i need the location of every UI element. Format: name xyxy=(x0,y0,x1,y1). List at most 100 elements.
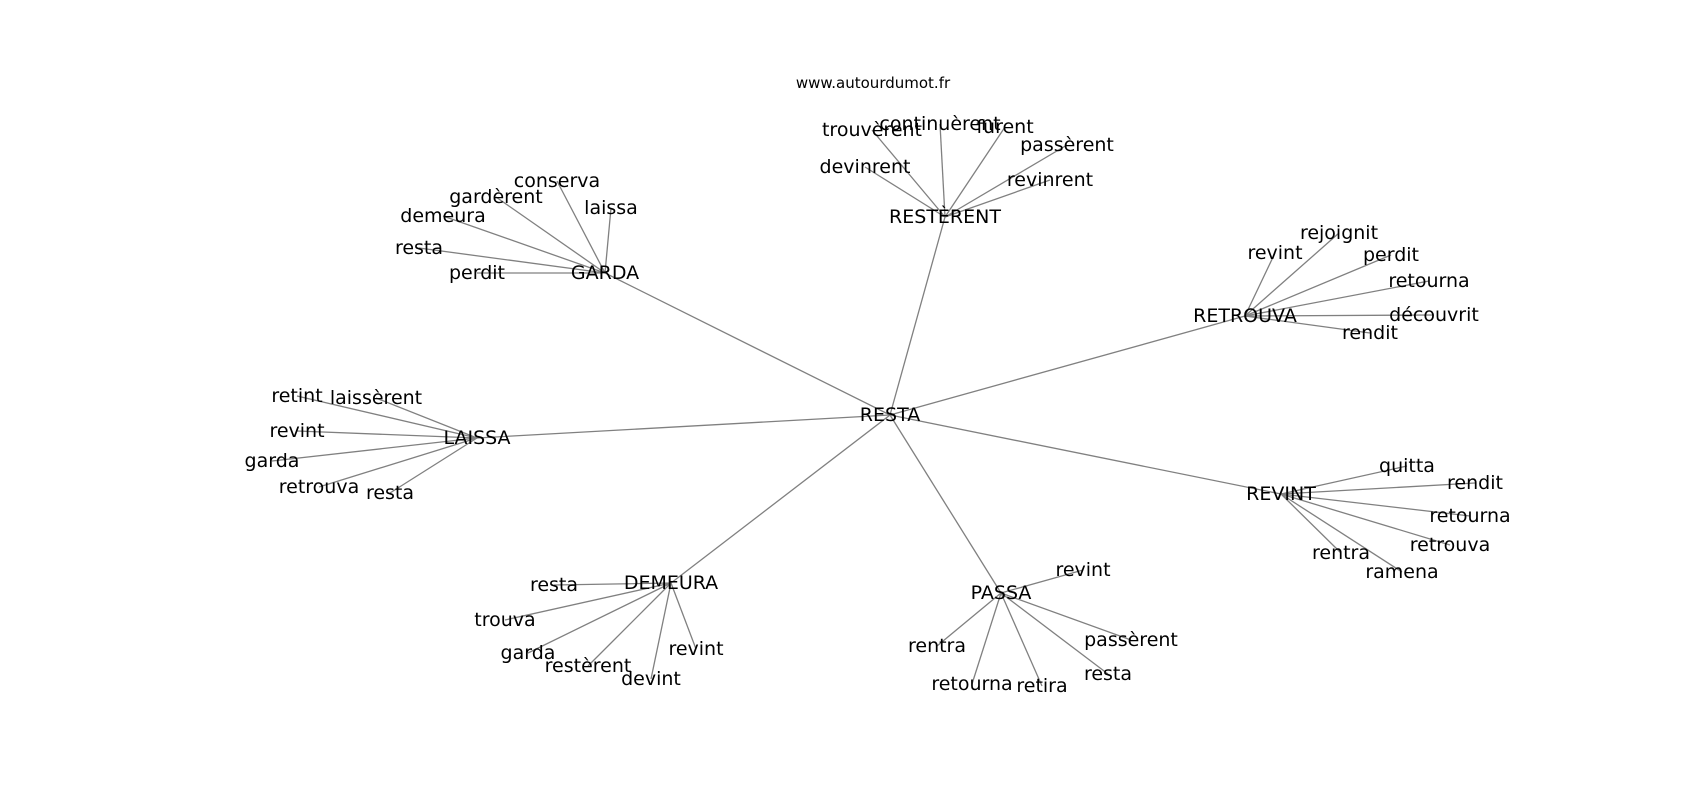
leaf-node-label: restèrent xyxy=(545,655,632,677)
edge-hub-to-leaf xyxy=(1280,493,1342,554)
edge-hub-to-leaf xyxy=(375,397,478,439)
leaf-node-label: rentra xyxy=(1312,542,1370,564)
leaf-node-label: devint xyxy=(621,668,681,690)
leaf-node-label: perdit xyxy=(449,262,505,284)
edge-hub-to-leaf xyxy=(587,582,672,667)
leaf-node-label: garda xyxy=(245,450,300,472)
leaf-node-label: retrouva xyxy=(279,476,359,498)
edge-hub-to-leaf xyxy=(936,592,1002,647)
edge-hub-to-leaf xyxy=(1280,482,1476,495)
root-node-label: RESTA xyxy=(860,404,920,426)
edge-hub-to-leaf xyxy=(553,582,672,586)
edge-hub-to-leaf xyxy=(1244,232,1340,317)
edge-hub-to-leaf xyxy=(604,207,612,274)
edge-hub-to-leaf xyxy=(389,437,478,494)
edge-hub-to-leaf xyxy=(296,430,478,439)
edge-hub-to-leaf xyxy=(1000,592,1043,687)
edge-hub-to-leaf xyxy=(556,180,606,274)
edge-root-to-hub xyxy=(604,272,891,416)
leaf-node-label: perdit xyxy=(1363,244,1419,266)
edge-hub-to-leaf xyxy=(1244,315,1371,334)
leaf-node-label: retourna xyxy=(931,673,1012,695)
edge-root-to-hub xyxy=(889,414,1002,594)
leaf-node-label: revint xyxy=(1247,242,1302,264)
leaf-node-label: découvrit xyxy=(1389,304,1479,326)
leaf-node-label: rendit xyxy=(1342,322,1398,344)
leaf-node-label: resta xyxy=(530,574,578,596)
leaf-node-label: devinrent xyxy=(820,156,911,178)
edge-hub-to-leaf xyxy=(670,582,697,650)
leaf-node-label: retourna xyxy=(1429,505,1510,527)
edge-hub-to-leaf xyxy=(442,215,606,274)
edge-hub-to-leaf xyxy=(1244,314,1435,317)
edge-hub-to-leaf xyxy=(1244,280,1430,317)
edges-layer xyxy=(271,123,1476,687)
leaf-node-label: trouvèrent xyxy=(822,119,922,141)
leaf-node-label: ramena xyxy=(1365,561,1438,583)
leaf-node-label: garda xyxy=(501,642,556,664)
edge-hub-to-leaf xyxy=(944,179,1051,218)
hub-node-label: RESTÈRENT xyxy=(889,205,1001,228)
edge-hub-to-leaf xyxy=(271,437,478,462)
edge-hub-to-leaf xyxy=(1280,465,1408,495)
leaf-node-label: retrouva xyxy=(1410,534,1490,556)
leaf-node-label: revinrent xyxy=(1007,169,1093,191)
edge-hub-to-leaf xyxy=(527,582,672,654)
hub-node-label: GARDA xyxy=(571,262,639,284)
leaf-node-label: furent xyxy=(976,116,1033,138)
leaf-node-label: demeura xyxy=(400,205,485,227)
labels-layer: RESTA RESTÈRENT trouvèrentcontinuèrentfure… xyxy=(245,113,1511,697)
hub-node-label: LAISSA xyxy=(443,427,510,449)
leaf-node-label: resta xyxy=(1084,663,1132,685)
edge-hub-to-leaf xyxy=(1280,493,1451,546)
leaf-node-label: conserva xyxy=(514,170,600,192)
edge-hub-to-leaf xyxy=(495,196,606,274)
edge-hub-to-leaf xyxy=(939,123,946,218)
edge-hub-to-leaf xyxy=(864,166,946,218)
edge-root-to-hub xyxy=(889,216,946,416)
leaf-node-label: laissa xyxy=(584,197,638,219)
leaf-node-label: quitta xyxy=(1379,455,1435,477)
leaf-node-label: gardèrent xyxy=(449,186,543,208)
leaf-node-label: trouva xyxy=(474,609,535,631)
edge-root-to-hub xyxy=(476,414,891,439)
leaf-node-label: revint xyxy=(269,420,324,442)
leaf-node-label: revint xyxy=(1055,559,1110,581)
leaf-node-label: laissèrent xyxy=(330,387,422,409)
hub-node-label: RETROUVA xyxy=(1193,305,1297,327)
edge-hub-to-leaf xyxy=(504,582,672,621)
hub-node-label: DEMEURA xyxy=(624,572,718,594)
edge-hub-to-leaf xyxy=(1000,569,1084,594)
leaf-node-label: retira xyxy=(1016,675,1067,697)
edge-root-to-hub xyxy=(889,414,1282,495)
edge-hub-to-leaf xyxy=(318,437,478,488)
edge-hub-to-leaf xyxy=(971,592,1002,685)
edge-hub-to-leaf xyxy=(650,582,672,680)
edge-hub-to-leaf xyxy=(1244,254,1392,317)
edge-hub-to-leaf xyxy=(1000,592,1109,675)
leaf-node-label: rendit xyxy=(1447,472,1503,494)
leaf-node-label: retint xyxy=(271,385,322,407)
leaf-node-label: passèrent xyxy=(1020,134,1114,156)
leaf-node-label: rentra xyxy=(908,635,966,657)
edge-hub-to-leaf xyxy=(944,144,1068,218)
hub-node-label: REVINT xyxy=(1246,483,1316,505)
edge-hub-to-leaf xyxy=(1000,592,1132,641)
edge-hub-to-leaf xyxy=(1280,493,1403,573)
leaf-node-label: continuèrent xyxy=(879,113,1000,135)
hub-node-label: PASSA xyxy=(971,582,1032,604)
leaf-node-label: resta xyxy=(366,482,414,504)
edge-hub-to-leaf xyxy=(871,129,946,218)
leaf-node-label: retourna xyxy=(1388,270,1469,292)
leaf-node-label: revint xyxy=(668,638,723,660)
edge-root-to-hub xyxy=(670,414,891,584)
leaf-node-label: passèrent xyxy=(1084,629,1178,651)
leaf-node-label: rejoignit xyxy=(1300,222,1378,244)
edge-hub-to-leaf xyxy=(296,395,478,439)
edge-hub-to-leaf xyxy=(1244,252,1276,317)
edge-root-to-hub xyxy=(889,315,1246,416)
leaf-node-label: resta xyxy=(395,237,443,259)
edge-hub-to-leaf xyxy=(418,247,606,274)
edge-hub-to-leaf xyxy=(1280,493,1471,517)
